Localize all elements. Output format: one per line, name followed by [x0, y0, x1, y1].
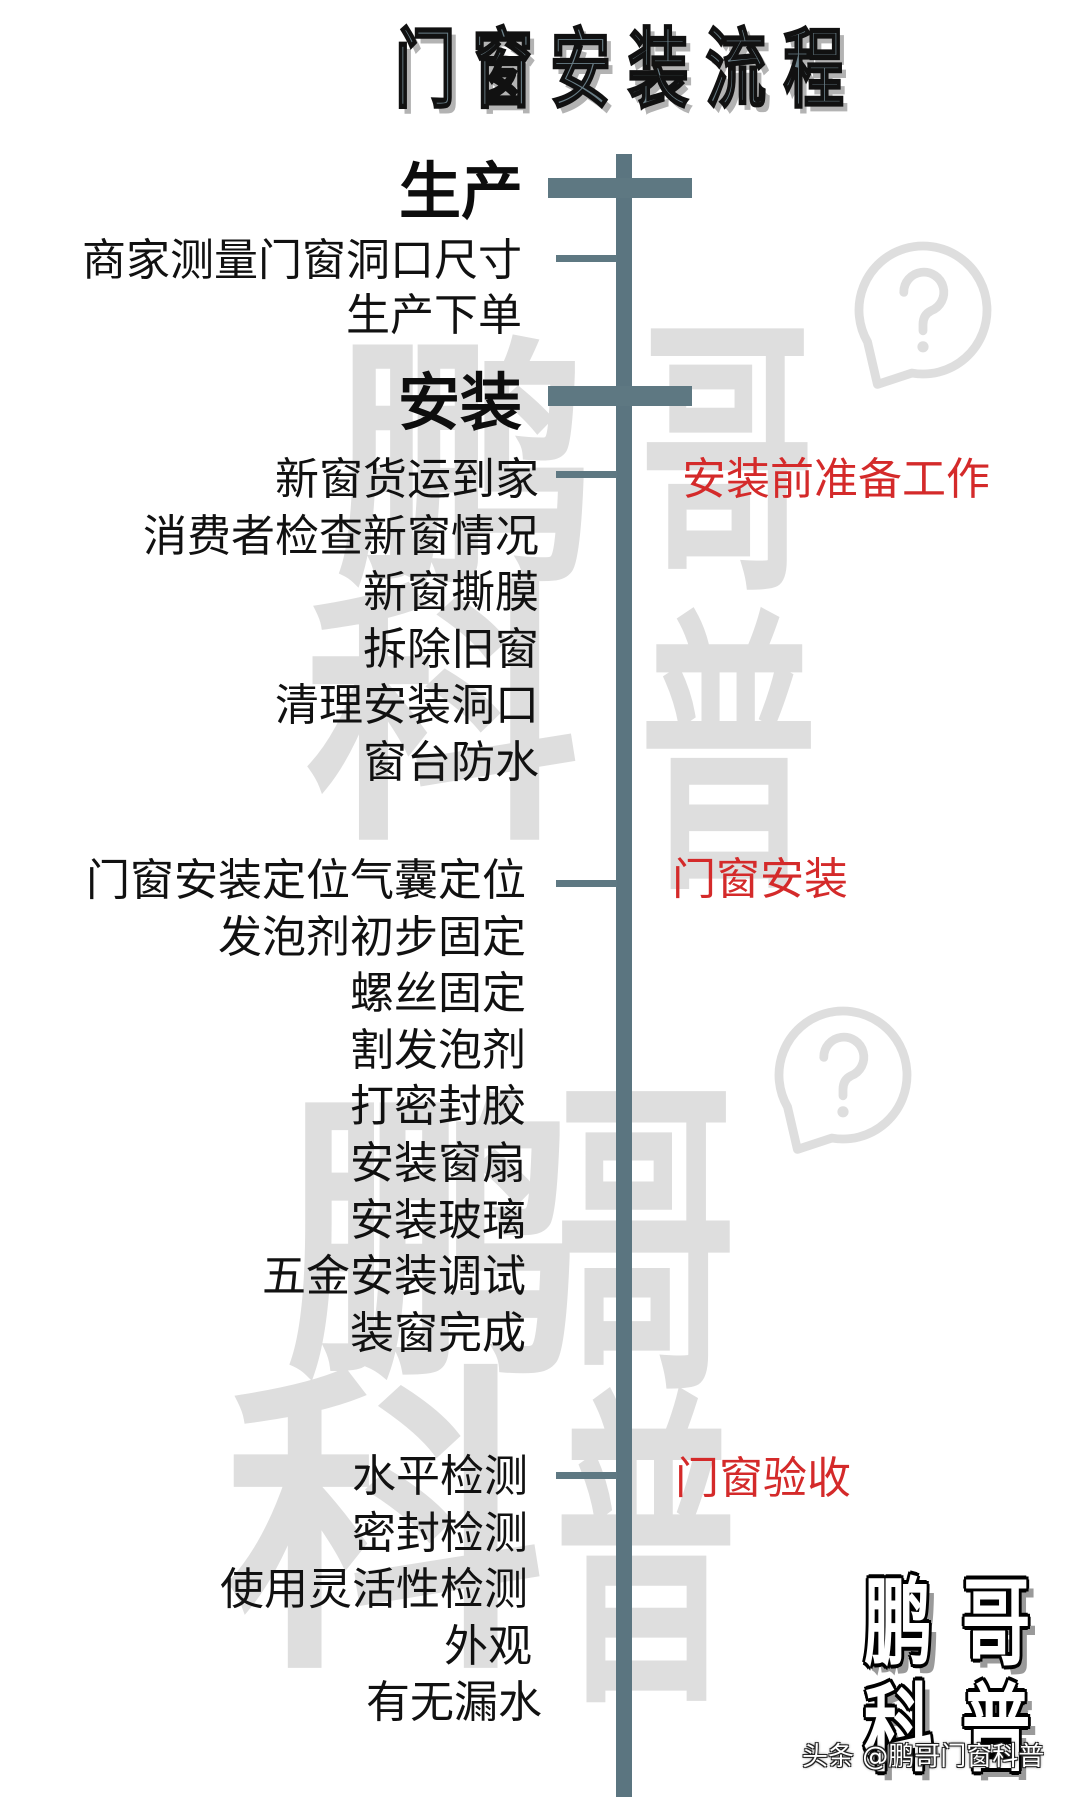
stage-label: 门窗验收	[675, 1453, 851, 1504]
step-list: 水平检测 密封检测 使用灵活性检测 外观 有无漏水	[220, 1449, 542, 1732]
step-item: 水平检测	[352, 1451, 528, 1502]
stage-label: 门窗安装	[672, 854, 848, 905]
step-item: 有无漏水	[366, 1677, 542, 1729]
step-item: 窗台防水	[363, 736, 539, 788]
watermark-char: 哥	[555, 1051, 737, 1435]
question-bubble-icon	[774, 1006, 912, 1154]
watermark-char: 鹏	[285, 1070, 585, 1419]
watermark-char: 科	[225, 1342, 545, 1714]
step-tick	[556, 1472, 617, 1479]
step-list: 商家测量门窗洞口尺寸 生产下单	[82, 233, 522, 343]
step-item: 密封检测	[352, 1507, 528, 1559]
step-item: 清理安装洞口	[275, 680, 539, 732]
section-bar	[548, 178, 692, 198]
source-credit: 头条 @鹏哥门窗科普	[802, 1742, 1045, 1772]
step-item: 门窗安装定位气囊定位	[86, 855, 526, 906]
step-item: 螺丝固定	[350, 968, 526, 1020]
section-heading: 生产	[398, 155, 523, 228]
step-item: 割发泡剂	[350, 1024, 526, 1076]
watermark-char: 普	[640, 587, 817, 931]
step-item: 装窗完成	[350, 1307, 526, 1359]
step-item: 五金安装调试	[262, 1251, 526, 1303]
section-heading: 安装	[397, 366, 522, 439]
step-item: 拆除旧窗	[363, 623, 539, 675]
step-item: 打密封胶	[350, 1081, 526, 1133]
watermark-char: 科	[305, 559, 580, 879]
step-item: 外观	[444, 1620, 532, 1672]
logo-row-bottom: 科普	[864, 1675, 1060, 1785]
step-item: 安装窗扇	[350, 1137, 526, 1189]
page-title: 门窗安装流程	[394, 20, 862, 120]
watermark-char: 鹏	[335, 316, 597, 621]
step-item: 发泡剂初步固定	[218, 911, 526, 963]
step-tick	[556, 880, 617, 887]
step-item: 消费者检查新窗情况	[143, 510, 539, 562]
watermark-char: 普	[555, 1365, 737, 1749]
step-list: 新窗货运到家 消费者检查新窗情况 新窗撕膜 拆除旧窗 清理安装洞口 窗台防水	[143, 452, 539, 792]
step-item: 商家测量门窗洞口尺寸	[82, 235, 522, 286]
logo-row-top: 鹏哥	[864, 1569, 1060, 1679]
step-tick	[556, 471, 617, 478]
timeline-spine	[616, 154, 632, 1797]
watermark-char: 哥	[640, 294, 814, 631]
step-item: 新窗撕膜	[363, 567, 539, 619]
step-item: 生产下单	[346, 290, 522, 341]
section-bar	[548, 386, 692, 406]
question-bubble-icon	[854, 241, 992, 389]
step-item: 安装玻璃	[350, 1194, 526, 1246]
step-tick	[556, 255, 617, 262]
step-item: 使用灵活性检测	[220, 1564, 528, 1616]
step-item: 新窗货运到家	[275, 454, 539, 505]
step-list: 门窗安装定位气囊定位 发泡剂初步固定 螺丝固定 割发泡剂 打密封胶 安装窗扇 安…	[86, 853, 526, 1362]
stage-label: 安装前准备工作	[682, 454, 990, 505]
